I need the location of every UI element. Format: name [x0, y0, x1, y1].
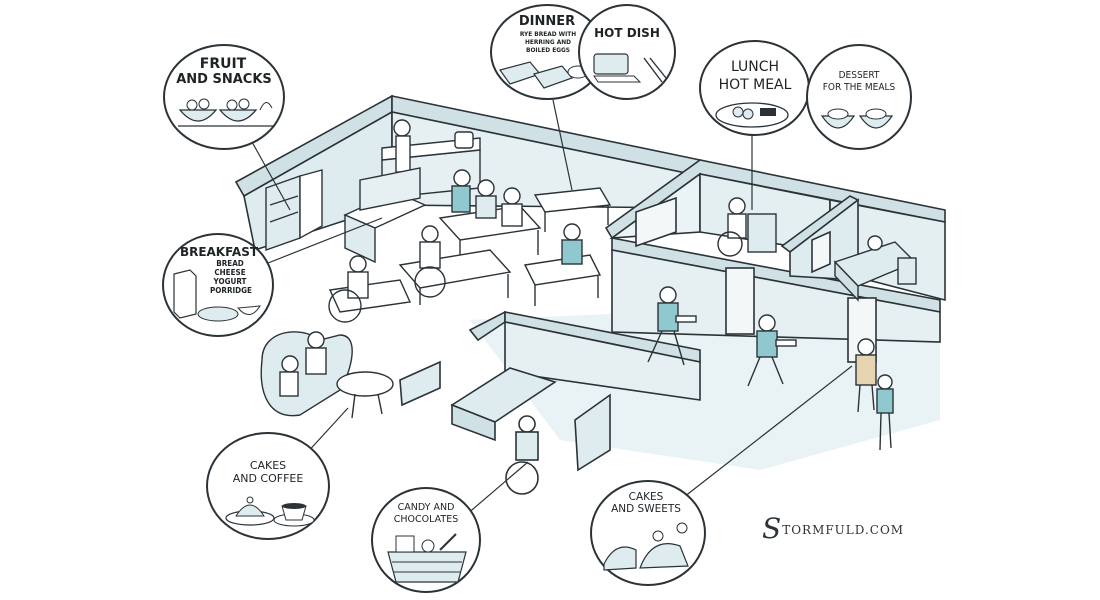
hot-dish-title: HOT DISH	[594, 26, 660, 40]
signature-initial: S	[762, 512, 783, 545]
hot-dish-icon	[593, 53, 667, 83]
dining-area	[328, 169, 612, 323]
resident-lunch-room	[717, 197, 777, 257]
bedroom-bed	[833, 235, 917, 302]
artist-signature: STORMFULD.COM	[762, 512, 904, 545]
dinner-item-2: HERRING AND	[524, 38, 572, 46]
cakes-sweets-icon	[603, 522, 689, 571]
breakfast-item-2: CHEESE	[214, 268, 246, 277]
lunch-title-line1: LUNCH	[730, 59, 780, 75]
candy-basket-icon	[387, 533, 467, 583]
breakfast-item-1: BREAD	[216, 259, 244, 268]
dessert-bowls-icon	[820, 108, 894, 129]
breakfast-item-3: YOGURT	[213, 277, 247, 286]
breakfast-items-icon	[173, 269, 261, 322]
staff-walking	[647, 286, 797, 387]
bottom-bedroom	[399, 310, 701, 495]
fruit-snacks-title-line1: FRUIT	[199, 56, 247, 72]
callout-dessert	[806, 44, 912, 150]
candy-title-line2: CHOCOLATES	[393, 514, 459, 525]
cakes-coffee-title-line1: CAKES	[249, 459, 287, 472]
lunch-plate-icon	[715, 102, 789, 128]
dessert-title-line1: DESSERT	[838, 70, 880, 81]
cakes-coffee-title-line2: AND COFFEE	[232, 472, 304, 485]
callout-hot-dish	[578, 4, 676, 100]
dessert-title-line2: FOR THE MEALS	[822, 82, 896, 93]
dinner-title: DINNER	[518, 14, 576, 29]
dinner-item-3: BOILED EGGS	[525, 46, 571, 54]
fruit-bowls-icon	[178, 98, 274, 127]
cakes-sweets-title-line2: AND SWEETS	[611, 503, 681, 515]
visitors	[855, 338, 894, 451]
dinner-item-1: RYE BREAD WITH	[519, 30, 577, 38]
cakes-sweets-title-line1: CAKES	[628, 491, 664, 503]
breakfast-title: BREAKFAST	[179, 245, 259, 259]
lounge-sofa	[260, 331, 394, 419]
cake-coffee-icon	[225, 496, 315, 527]
fruit-snacks-title-line2: AND SNACKS	[176, 72, 272, 87]
breakfast-item-4: PORRIDGE	[210, 286, 252, 295]
lunch-title-line2: HOT MEAL	[718, 77, 792, 93]
callout-fruit-snacks	[163, 44, 285, 150]
candy-title-line1: CANDY AND	[397, 502, 455, 513]
signature-rest: TORMFULD.COM	[782, 523, 905, 537]
